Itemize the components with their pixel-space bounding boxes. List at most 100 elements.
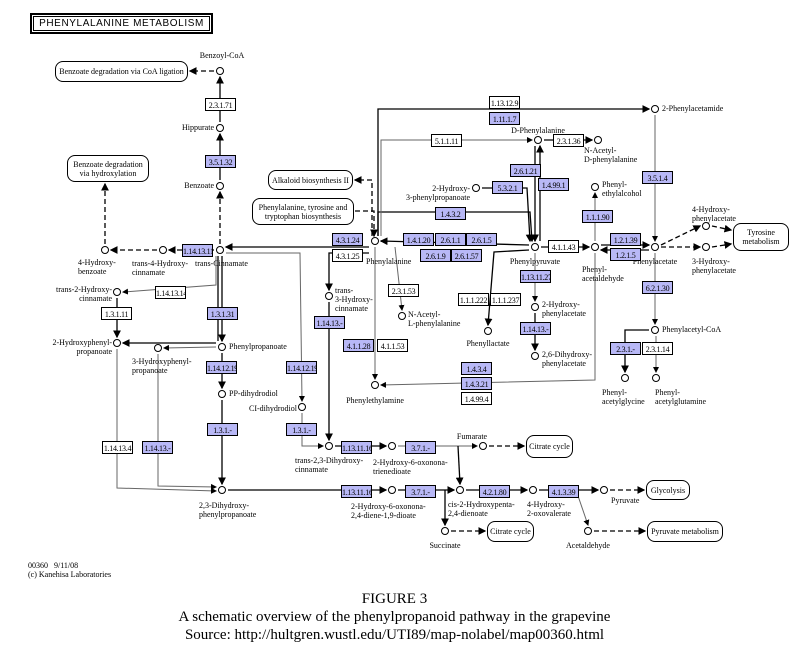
enzyme-box[interactable]: 1.2.1.39 (610, 233, 641, 246)
compound-node[interactable] (472, 184, 480, 192)
pathway-map-link[interactable]: Alkaloid biosynthesis II (268, 170, 353, 190)
enzyme-box[interactable]: 1.4.99.4 (461, 392, 492, 405)
compound-label[interactable]: Phenylethylamine (346, 396, 404, 405)
compound-node[interactable] (113, 288, 121, 296)
compound-node[interactable] (325, 442, 333, 450)
compound-label[interactable]: Pyruvate (611, 496, 640, 505)
compound-label[interactable]: Phenylacetate (632, 257, 678, 266)
pathway-map-link[interactable]: Citrate cycle (487, 521, 534, 542)
compound-node[interactable] (218, 343, 226, 351)
enzyme-box[interactable]: 1.3.1.31 (207, 307, 238, 320)
pathway-map-link[interactable]: Glycolysis (646, 480, 690, 500)
enzyme-box[interactable]: 4.1.1.28 (343, 339, 374, 352)
enzyme-box[interactable]: 2.3.1.71 (205, 98, 236, 111)
compound-label[interactable]: Phenylalanine (366, 257, 412, 266)
compound-node[interactable] (216, 124, 224, 132)
compound-node[interactable] (600, 486, 608, 494)
compound-label[interactable]: Phenyllactate (466, 339, 510, 348)
compound-node[interactable] (651, 105, 659, 113)
enzyme-box[interactable]: 1.14.12.19 (286, 361, 317, 374)
enzyme-box[interactable]: 5.3.2.1 (492, 181, 523, 194)
compound-node[interactable] (398, 312, 406, 320)
compound-label[interactable]: Phenyl- ethylalcohol (602, 180, 642, 198)
compound-label[interactable]: Hippurate (182, 123, 214, 132)
enzyme-box[interactable]: 3.7.1.- (405, 441, 436, 454)
enzyme-box[interactable]: 2.6.1.1 (435, 233, 466, 246)
compound-node[interactable] (479, 442, 487, 450)
compound-node[interactable] (159, 246, 167, 254)
enzyme-box[interactable]: 1.14.13.14 (155, 286, 186, 299)
enzyme-box[interactable]: 1.3.1.- (207, 423, 238, 436)
enzyme-box[interactable]: 3.5.1.4 (642, 171, 673, 184)
enzyme-box[interactable]: 1.13.11.16 (341, 441, 372, 454)
compound-node[interactable] (702, 222, 710, 230)
enzyme-box[interactable]: 1.14.13.- (314, 316, 345, 329)
compound-node[interactable] (591, 183, 599, 191)
enzyme-box[interactable]: 1.4.3.4 (461, 362, 492, 375)
enzyme-box[interactable]: 1.14.13.4 (102, 441, 133, 454)
compound-node[interactable] (216, 246, 224, 254)
compound-label[interactable]: Acetaldehyde (566, 541, 610, 550)
compound-node[interactable] (652, 374, 660, 382)
enzyme-box[interactable]: 1.14.13.- (142, 441, 173, 454)
compound-label[interactable]: Succinate (429, 541, 461, 550)
compound-label[interactable]: Phenylpropanoate (229, 342, 287, 351)
compound-node[interactable] (216, 182, 224, 190)
compound-node[interactable] (371, 237, 379, 245)
pathway-map-link[interactable]: Pyruvate metabolism (647, 521, 723, 542)
compound-node[interactable] (621, 374, 629, 382)
enzyme-box[interactable]: 2.3.1.36 (553, 134, 584, 147)
compound-label[interactable]: cis-2-Hydroxypenta- 2,4-dienoate (448, 500, 515, 518)
enzyme-box[interactable]: 1.4.3.2 (435, 207, 466, 220)
compound-label[interactable]: 2-Hydroxy- phenylacetate (542, 300, 586, 318)
enzyme-box[interactable]: 1.4.3.21 (461, 377, 492, 390)
enzyme-box[interactable]: 2.3.1.- (610, 342, 641, 355)
compound-node[interactable] (388, 442, 396, 450)
enzyme-box[interactable]: 1.13.11.27 (520, 270, 551, 283)
compound-label[interactable]: 2-Hydroxy-6-oxonona- trienedioate (373, 458, 448, 476)
pathway-map-link[interactable]: Citrate cycle (526, 435, 573, 458)
compound-label[interactable]: 4-Hydroxy- benzoate (78, 258, 116, 276)
enzyme-box[interactable]: 3.5.1.32 (205, 155, 236, 168)
enzyme-box[interactable]: 1.13.12.9 (489, 96, 520, 109)
compound-label[interactable]: trans-2-Hydroxy- cinnamate (56, 285, 112, 303)
compound-label[interactable]: 3-Hydroxy- phenylacetate (692, 257, 736, 275)
compound-node[interactable] (531, 303, 539, 311)
compound-node[interactable] (702, 243, 710, 251)
compound-label[interactable]: Fumarate (456, 432, 488, 441)
enzyme-box[interactable]: 1.1.1.222 (458, 293, 489, 306)
compound-node[interactable] (456, 486, 464, 494)
compound-node[interactable] (591, 243, 599, 251)
compound-node[interactable] (594, 136, 602, 144)
enzyme-box[interactable]: 3.7.1.- (405, 485, 436, 498)
enzyme-box[interactable]: 4.3.1.24 (332, 233, 363, 246)
enzyme-box[interactable]: 1.1.1.90 (582, 210, 613, 223)
compound-label[interactable]: 4-Hydroxy- phenylacetate (692, 205, 736, 223)
enzyme-box[interactable]: 4.1.3.39 (548, 485, 579, 498)
compound-node[interactable] (388, 486, 396, 494)
compound-label[interactable]: trans- 3-Hydroxy- cinnamate (335, 286, 373, 313)
compound-label[interactable]: Phenyl- acetaldehyde (582, 265, 624, 283)
compound-label[interactable]: trans-Cinnamate (195, 259, 248, 268)
enzyme-box[interactable]: 2.6.1.57 (451, 249, 482, 262)
compound-label[interactable]: Benzoyl-CoA (199, 51, 245, 60)
compound-node[interactable] (531, 243, 539, 251)
enzyme-box[interactable]: 2.6.1.5 (466, 233, 497, 246)
compound-node[interactable] (529, 486, 537, 494)
enzyme-box[interactable]: 2.6.1.9 (420, 249, 451, 262)
compound-node[interactable] (651, 243, 659, 251)
compound-label[interactable]: 2-Hydroxy- 3-phenylpropanoate (406, 184, 470, 202)
enzyme-box[interactable]: 1.4.99.1 (538, 178, 569, 191)
compound-node[interactable] (113, 339, 121, 347)
pathway-map-link[interactable]: Benzoate degradation via hydroxylation (67, 155, 149, 182)
enzyme-box[interactable]: 4.1.1.53 (377, 339, 408, 352)
compound-label[interactable]: Phenylacetyl-CoA (662, 325, 722, 334)
compound-label[interactable]: D-Phenylalanine (511, 126, 565, 135)
compound-node[interactable] (218, 390, 226, 398)
pathway-map-link[interactable]: Benzoate degradation via CoA ligation (55, 61, 188, 82)
compound-node[interactable] (154, 344, 162, 352)
compound-label[interactable]: 2,6-Dihydroxy- phenylacetate (542, 350, 592, 368)
compound-node[interactable] (216, 67, 224, 75)
enzyme-box[interactable]: 1.4.1.20 (403, 233, 434, 246)
compound-node[interactable] (298, 403, 306, 411)
